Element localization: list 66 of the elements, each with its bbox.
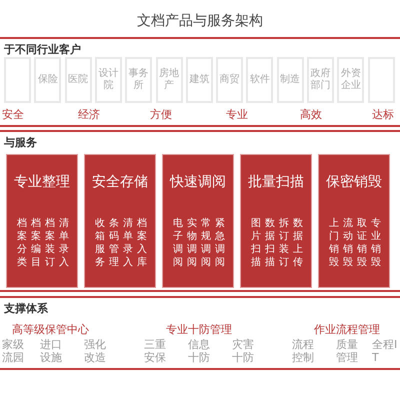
service-item: 流动销毁 [342,217,354,269]
service-card [318,154,390,288]
customer-box: 制造 [276,57,304,103]
support-item: 流程控制 [292,338,315,364]
section-heading: 于不同行业客户 [4,42,81,57]
customer-box: 房地产 [156,57,182,103]
service-card [162,154,234,288]
service-item: 清单录入 [58,217,70,269]
support-item: 全程IT [372,338,398,364]
section-panel [0,130,400,292]
service-item: 清单录入 [122,217,134,269]
service-item: 拆订装订 [278,217,290,269]
service-item: 图片扫描 [250,217,262,269]
customer-box: 政府部门 [307,57,334,103]
section-panel [0,37,400,127]
service-item: 实物调阅 [186,217,198,269]
service-item: 取证销毁 [356,217,368,269]
service-item: 档案分类 [16,217,28,269]
service-item: 专业销毁 [370,217,382,269]
service-card [84,154,156,288]
customer-box: 医院 [64,57,92,103]
customer-box: 建筑 [186,57,213,103]
service-item: 紧急调阅 [214,217,226,269]
service-item: 数据上传 [292,217,304,269]
benefit-label: 达标 [372,107,394,122]
support-item: 三重安保 [144,338,167,364]
benefit-label: 高效 [300,107,322,122]
group-heading: 高等级保管中心 [12,322,89,337]
customer-box: 软件 [246,57,274,103]
card-heading: 专业整理 [13,173,71,191]
section-panel [0,296,400,370]
group-heading: 作业流程管理 [314,322,380,337]
section-heading: 与服务 [4,135,37,150]
benefit-label: 安全 [2,107,24,122]
service-item: 档案编目 [30,217,42,269]
service-item: 数据扫描 [264,217,276,269]
support-item: 进口设施 [40,338,63,364]
customer-box: 外资企业 [337,57,364,103]
service-item: 电子调阅 [172,217,184,269]
service-item: 条码管理 [108,217,120,269]
support-item: 灾害十防 [232,338,255,364]
service-item: 常规调阅 [200,217,212,269]
service-item: 档案装订 [44,217,56,269]
card-heading: 安全存储 [91,173,149,191]
service-card [6,154,78,288]
section-heading: 支撑体系 [4,301,48,316]
customer-box: 商贸 [216,57,244,103]
support-item: 信息十防 [188,338,211,364]
service-item: 收箱服务 [94,217,106,269]
customer-box: 保险 [34,57,62,103]
support-item: 强化改造 [84,338,107,364]
service-item: 档案入库 [136,217,148,269]
service-item: 上门销毁 [328,217,340,269]
customer-box: 设计院 [94,57,122,103]
customer-box: 事务所 [125,57,152,103]
benefit-label: 专业 [226,107,248,122]
support-item: 家级流园 [2,338,25,364]
group-heading: 专业十防管理 [166,322,232,337]
card-heading: 保密销毁 [325,173,383,191]
card-heading: 批量扫描 [247,173,305,191]
diagram-title: 文档产品与服务架构 [136,12,264,30]
support-item: 质量管理 [336,338,359,364]
card-heading: 快速调阅 [168,173,227,191]
benefit-label: 经济 [78,107,100,122]
benefit-label: 方便 [150,107,172,122]
service-card [240,154,312,288]
